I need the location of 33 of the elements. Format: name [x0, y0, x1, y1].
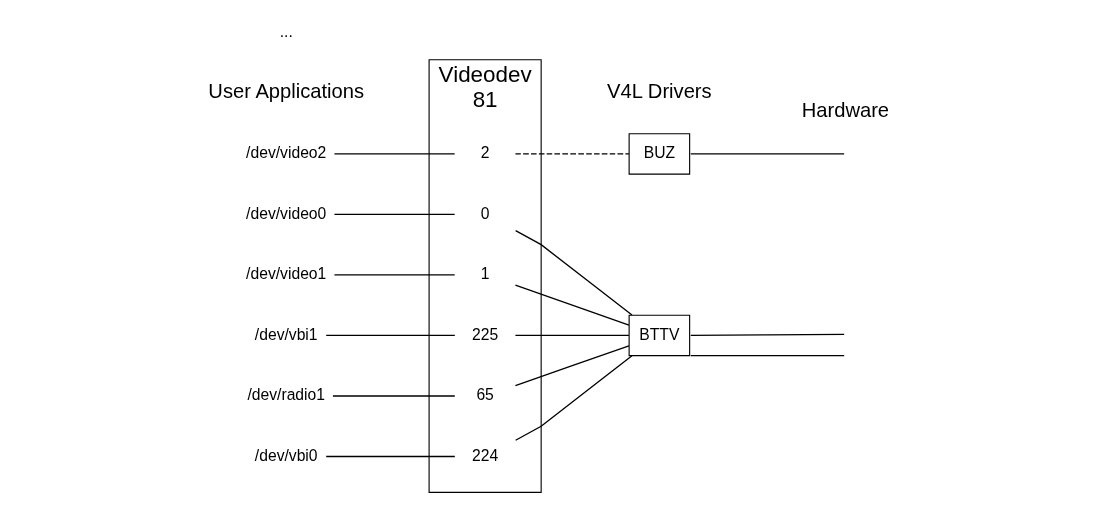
connector: [514, 345, 630, 387]
connector: [514, 355, 633, 441]
label: ...: [279, 23, 293, 41]
connector: [331, 395, 455, 397]
node-text: 2: [480, 144, 489, 162]
node-text: /dev/video0: [245, 204, 326, 222]
node-text: /dev/vbi1: [254, 325, 318, 343]
connector: [514, 153, 630, 155]
node-box: BUZ: [628, 133, 690, 175]
label: V4L Drivers: [606, 80, 712, 103]
connector: [333, 153, 455, 155]
node-text: 65: [475, 386, 494, 404]
connector: [325, 334, 455, 337]
node-text: /dev/radio1: [246, 386, 325, 404]
connector: [514, 334, 630, 337]
node-text: 1: [480, 265, 489, 283]
node-text: /dev/vbi0: [254, 446, 318, 464]
connector: [514, 229, 633, 316]
connector: [689, 354, 845, 357]
node-text: 0: [480, 204, 489, 222]
connector: [333, 274, 455, 276]
connector: [689, 333, 845, 337]
connector: [325, 455, 455, 458]
node-text: /dev/video2: [245, 144, 326, 162]
node-box: BTTV: [628, 314, 690, 357]
connector: [689, 153, 845, 155]
label: User Applications: [207, 80, 364, 103]
node-text: 225: [471, 325, 498, 343]
connector: [514, 284, 630, 326]
connector: [333, 213, 455, 216]
node-text: /dev/video1: [245, 265, 326, 283]
label: Hardware: [801, 99, 889, 122]
node-text: 224: [471, 446, 498, 464]
